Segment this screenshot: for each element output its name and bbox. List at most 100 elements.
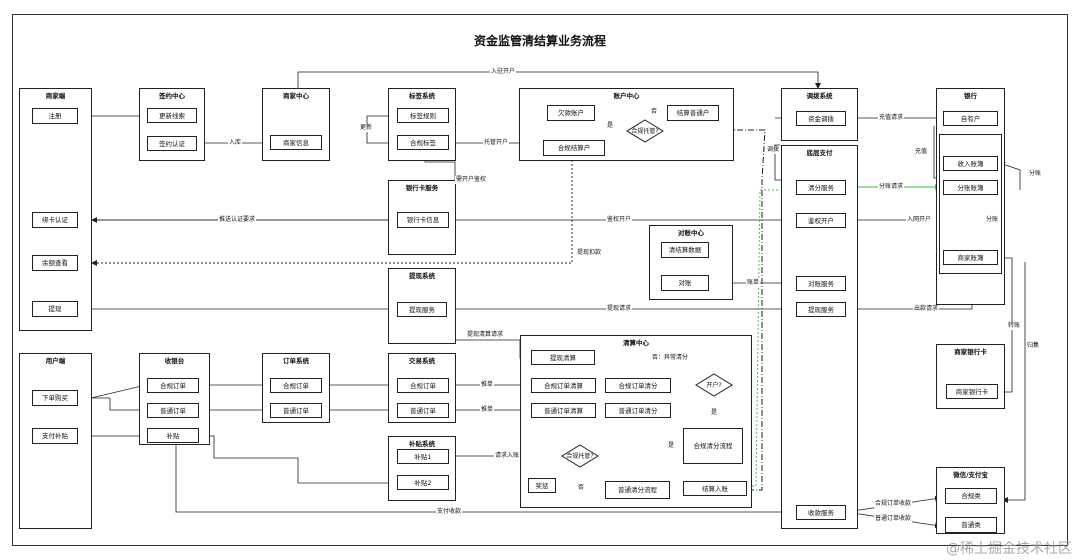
group-title: 底层支付: [806, 149, 833, 157]
wire-subsidy-2: [199, 435, 397, 486]
label-pay-collect: 支付收款: [436, 508, 463, 516]
income-ledger-box[interactable]: 收入账簿: [943, 156, 998, 171]
wire-settle-account-dashed: [609, 127, 766, 491]
label-comp-order-collect: 合规订单收款: [874, 500, 913, 508]
register-box[interactable]: 注册: [32, 108, 78, 124]
group-title: 调拨系统: [806, 92, 833, 100]
pay-subsidy-box[interactable]: 支付补贴: [32, 428, 78, 444]
wire-balance-dashed: [91, 156, 573, 266]
ts-comp-order-box[interactable]: 合规订单: [397, 378, 449, 393]
label-order-push2: 推单: [480, 406, 495, 414]
os-comp-order-box[interactable]: 合规订单: [270, 378, 322, 393]
label-yes1: 是: [606, 122, 615, 130]
normal-type-box[interactable]: 普通类: [945, 517, 997, 533]
subsidy2-box[interactable]: 补贴2: [397, 475, 449, 490]
group-title: 对账中心: [678, 229, 704, 237]
merchant-bank-card-box[interactable]: 商家银行卡: [946, 384, 998, 399]
compliance-account-box[interactable]: 合规结算户: [543, 140, 605, 156]
merchant-info-box[interactable]: 商家信息: [270, 135, 322, 150]
label-push-auth: 推送认证要求: [218, 216, 257, 224]
compliance-tag-box[interactable]: 合规标签: [397, 135, 449, 150]
label-transfer: 转账: [1007, 322, 1022, 330]
group-title: 补贴系统: [409, 440, 435, 448]
settle-service-box[interactable]: 清分服务: [796, 180, 846, 195]
label-normal-order-collect: 普通订单收款: [874, 515, 913, 523]
wire-join-open: [297, 71, 821, 90]
label-withdraw-deduct: 提现扣款: [576, 249, 603, 257]
card-info-box[interactable]: 银行卡信息: [397, 212, 449, 228]
group-title: 订单系统: [283, 357, 309, 365]
compliance-manage2-diamond: 合规托管?: [561, 444, 599, 468]
comp-split-flow-box[interactable]: 合规清分流程: [683, 428, 743, 464]
label-yes3: 是: [667, 442, 676, 450]
wire-green-dashed: [748, 189, 780, 487]
label-recharge: 充值: [914, 148, 929, 156]
diagram-title: 资金监管清结算业务流程: [473, 34, 606, 48]
comp-order-split-box[interactable]: 合规订单清分: [605, 378, 671, 393]
label-update: 更新: [359, 124, 374, 132]
diagram-frame: [12, 14, 1068, 546]
reconcile-box[interactable]: 对账: [661, 275, 709, 291]
withdraw-box[interactable]: 提现: [32, 301, 78, 317]
settle-data-box[interactable]: 清结算数据: [661, 242, 709, 258]
open-account-diamond: 开户?: [695, 373, 733, 397]
label-collect: 归集: [1026, 342, 1041, 350]
label-storage: 入库: [228, 139, 243, 147]
bp-withdraw-service-box[interactable]: 提现服务: [796, 302, 846, 317]
group-title: 账户中心: [613, 92, 640, 100]
own-account-box[interactable]: 自有户: [943, 111, 998, 126]
cashier-subsidy-box[interactable]: 补贴: [147, 428, 199, 443]
withdraw-service-box[interactable]: 提现服务: [397, 302, 447, 317]
diamond-label: 合规托管?: [566, 452, 594, 460]
label-split1: 分账: [1028, 170, 1043, 178]
group-title: 商家银行卡: [954, 348, 987, 356]
sign-auth-box[interactable]: 签约认证: [147, 136, 197, 151]
group-base-pay: 底层支付: [781, 145, 858, 529]
bind-card-box[interactable]: 绑卡认证: [32, 212, 78, 228]
subsidy1-box[interactable]: 补贴1: [397, 449, 449, 464]
merchant-ledger-box[interactable]: 商家账簿: [943, 250, 998, 265]
normal-account-box[interactable]: 结算普通户: [667, 105, 719, 121]
settle-entry-box[interactable]: 结算入账: [683, 481, 747, 496]
ts-normal-order-box[interactable]: 普通订单: [397, 403, 449, 418]
cashier-comp-order-box[interactable]: 合规订单: [147, 378, 199, 393]
group-title: 签约中心: [159, 92, 185, 100]
tag-rule-box[interactable]: 标签规则: [397, 108, 449, 123]
normal-split-flow-box[interactable]: 普通清分流程: [605, 481, 670, 499]
label-no1: 否: [650, 108, 659, 116]
debt-account-box[interactable]: 欠款账户: [547, 105, 595, 121]
label-split-request: 分账请求: [878, 183, 905, 191]
group-title: 商家中心: [283, 92, 309, 100]
label-dispatch: 调拨: [766, 146, 781, 154]
group-title: 提现系统: [409, 272, 435, 280]
normal-order-split-box[interactable]: 普通订单清分: [605, 403, 671, 418]
balance-box[interactable]: 余额查看: [32, 255, 78, 271]
comp-order-clearing-box[interactable]: 合规订单清算: [531, 378, 596, 393]
auth-open-box[interactable]: 鉴权开户: [796, 213, 846, 228]
label-bill: 账单: [746, 279, 761, 287]
label-split2: 分账: [985, 216, 1000, 224]
cashier-normal-order-box[interactable]: 普通订单: [147, 403, 199, 418]
group-title: 交易系统: [409, 357, 435, 365]
diamond-label: 开户?: [706, 381, 722, 389]
normal-order-clearing-box[interactable]: 普通订单清算: [531, 403, 596, 418]
recon-service-box[interactable]: 对账服务: [796, 276, 846, 291]
update-lead-box[interactable]: 更新线索: [147, 108, 197, 123]
label-order-push1: 推单: [480, 381, 495, 389]
label-recharge-request: 充值请求: [878, 114, 905, 122]
withdraw-clearing-box[interactable]: 提现清算: [531, 350, 595, 365]
collect-service-box[interactable]: 收款服务: [796, 505, 846, 520]
group-merchant-side: 商家端: [19, 88, 92, 331]
reward-box[interactable]: 奖惩: [528, 478, 556, 493]
group-tag-system: 标签系统: [388, 88, 456, 161]
compliance-type-box[interactable]: 合规类: [945, 488, 997, 504]
split-ledger-box[interactable]: 分账账簿: [943, 180, 998, 195]
order-pay-box[interactable]: 下单购买: [32, 390, 78, 406]
label-auth-open: 鉴权开户: [606, 216, 633, 224]
label-request-entry: 请求入账: [494, 452, 521, 460]
wire-split1: [999, 161, 1021, 190]
group-title: 收银台: [164, 357, 185, 365]
group-title: 商家端: [45, 92, 66, 100]
fund-dispatch-box[interactable]: 资金调拨: [796, 111, 846, 126]
os-normal-order-box[interactable]: 普通订单: [270, 403, 322, 418]
